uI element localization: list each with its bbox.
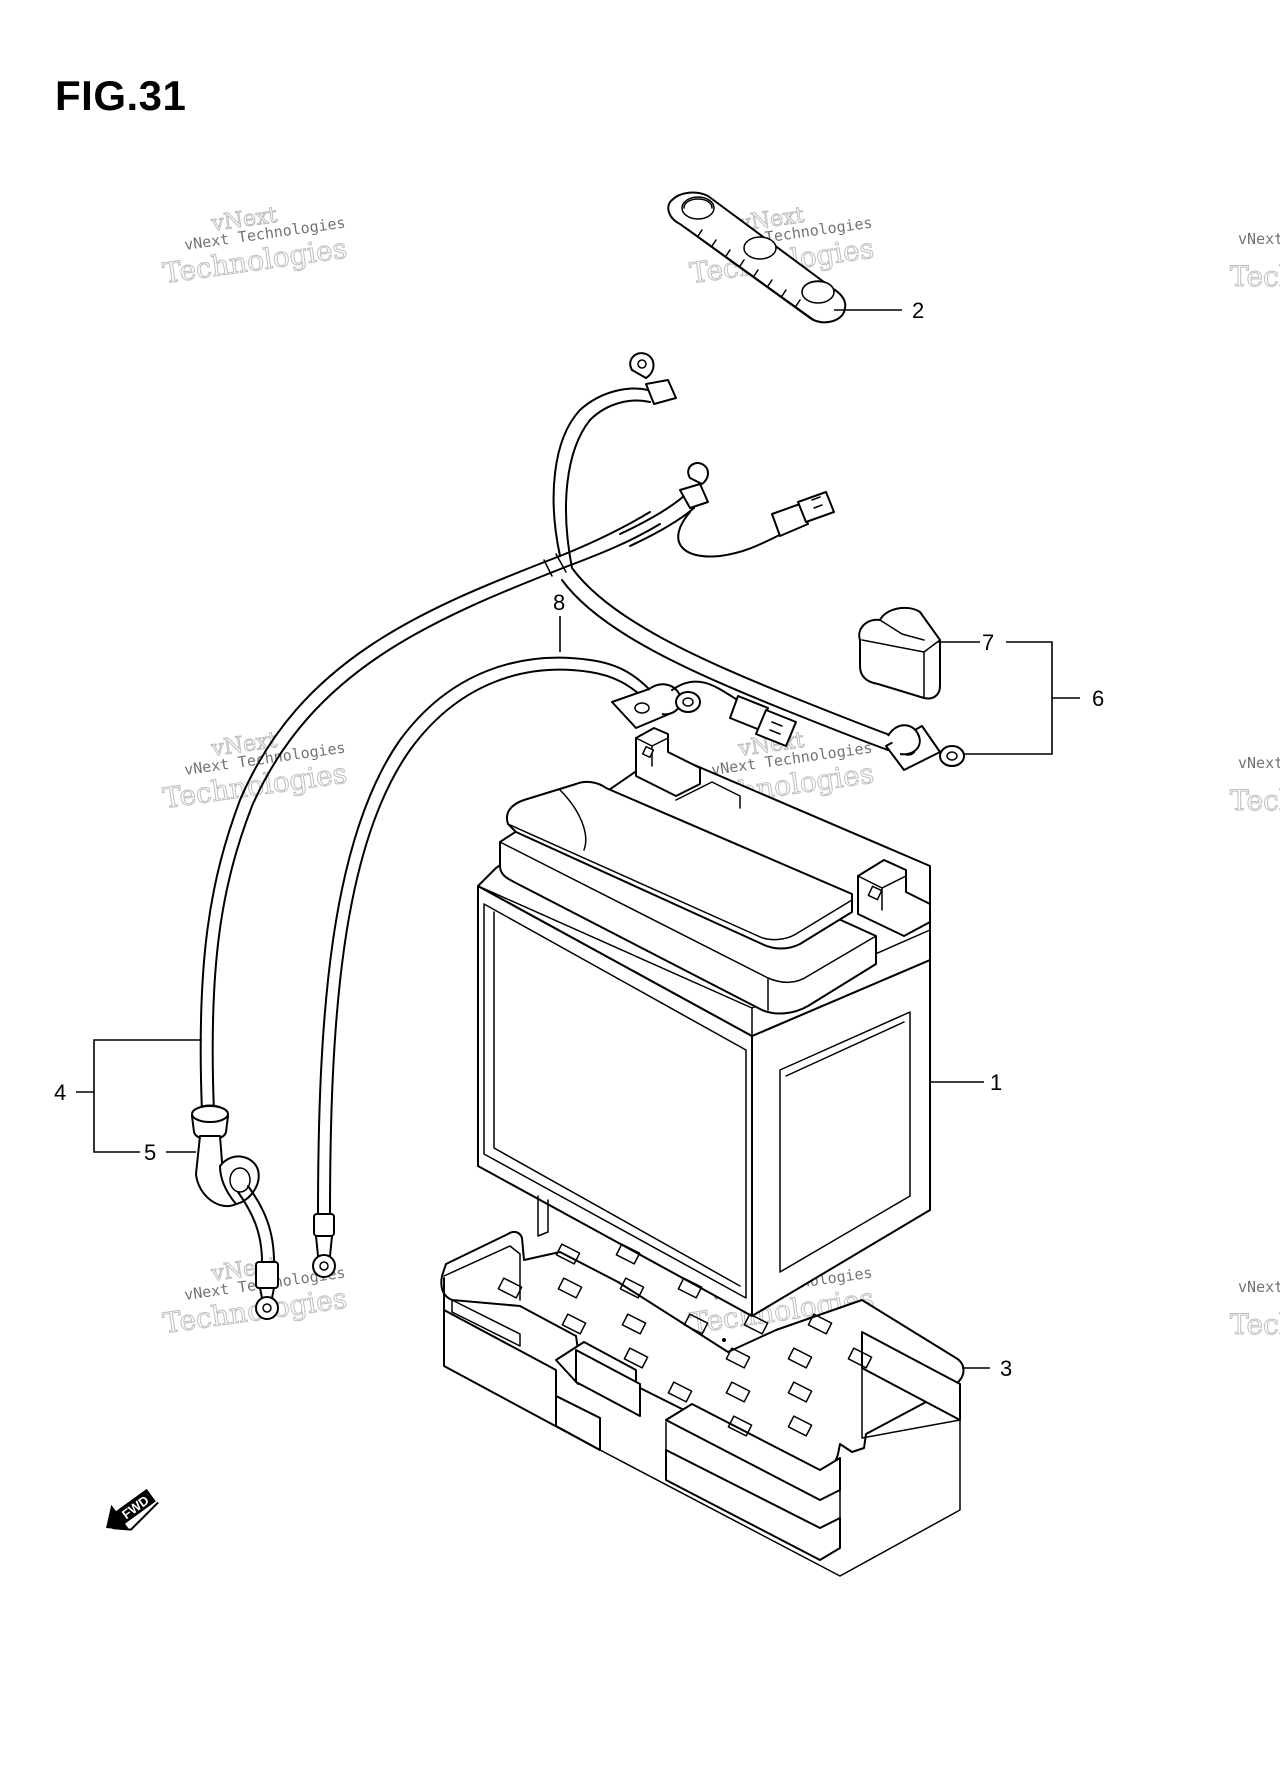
positive-terminal-connector (885, 724, 965, 771)
callout-4: 4 (54, 1080, 66, 1105)
callout-3: 3 (1000, 1356, 1012, 1381)
callout-2: 2 (912, 298, 924, 323)
negative-cable-harness (191, 352, 899, 1320)
callout-8: 8 (553, 590, 565, 615)
figure-title: FIG.31 (55, 72, 187, 119)
starter-lead-cable (312, 656, 797, 1278)
forward-arrow-icon: FWD (106, 1488, 159, 1531)
battery-tray (440, 1195, 965, 1577)
battery (477, 727, 931, 1317)
watermark-small-text: vNext (1238, 1278, 1280, 1296)
watermark-large-text: Technologies (1230, 784, 1280, 817)
terminal-cover (858, 606, 941, 700)
watermark-large-text: Technologies (1230, 1308, 1280, 1341)
battery-cap-strip (667, 191, 847, 324)
watermark-small-text: vNext (1238, 754, 1280, 772)
tray-slots (497, 1243, 873, 1437)
callout-6: 6 (1092, 686, 1104, 711)
callout-1: 1 (990, 1070, 1002, 1095)
watermark-mid-right: vNext Technologies (1230, 754, 1280, 818)
watermark-small-text: vNext (1238, 230, 1280, 248)
callout-5: 5 (144, 1140, 156, 1165)
callout-7: 7 (982, 630, 994, 655)
watermark-bottom-right: vNext Technologies (1230, 1278, 1280, 1342)
callout-leaders: 2 8 7 6 1 4 5 3 (54, 298, 1104, 1381)
watermark-top-right: vNext Technologies (1230, 230, 1280, 294)
watermark-large-text: Technologies (1230, 260, 1280, 293)
watermark-top-left: Technologies vNext vNext Technologies (160, 202, 349, 290)
